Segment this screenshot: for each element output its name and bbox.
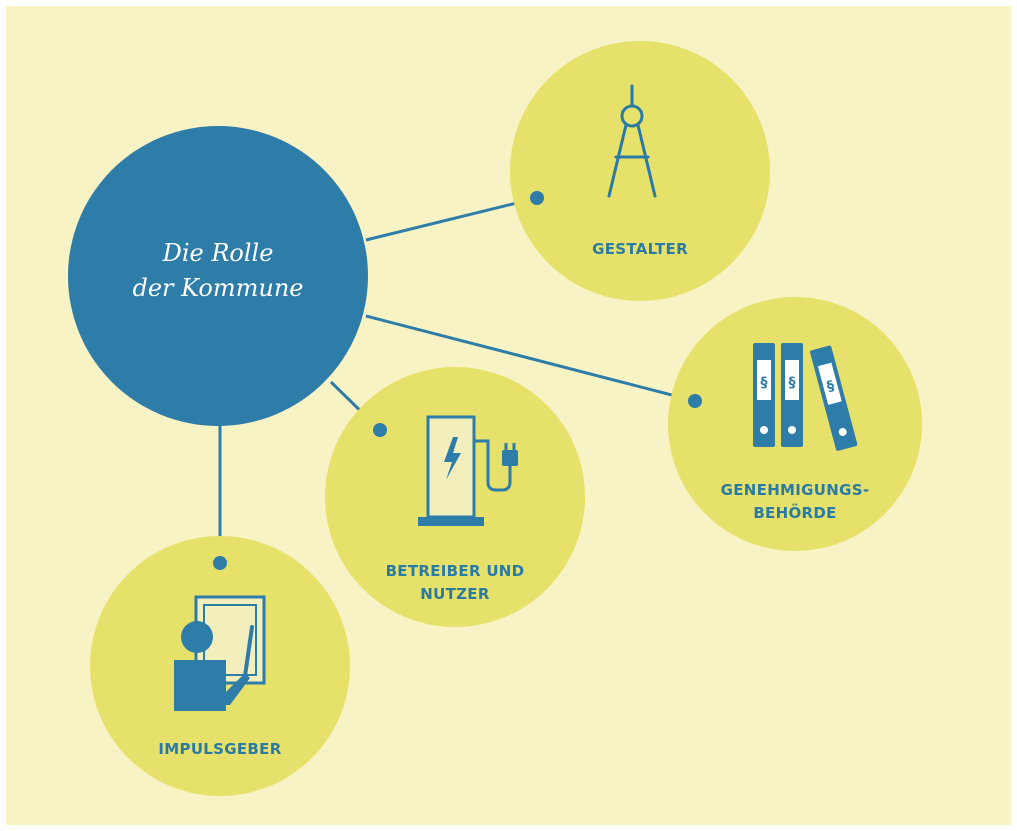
connector-dot-impulsgeber [213, 556, 227, 570]
center-circle [68, 126, 368, 426]
legal-binders-icon: § § § [753, 343, 858, 451]
connector-dot-genehmigung [688, 394, 702, 408]
genehmigung-label-line2: BEHÖRDE [753, 504, 837, 523]
connector-gestalter [365, 196, 538, 242]
center-title-line2: der Kommune [132, 273, 304, 302]
node-label-betreiber: BETREIBER UND NUTZER [355, 560, 555, 607]
connector-genehmigung [365, 314, 696, 403]
node-circle-gestalter [510, 41, 770, 301]
impulsgeber-label: IMPULSGEBER [158, 740, 282, 758]
binder-symbol-1: § [761, 375, 768, 391]
betreiber-label-line1: BETREIBER UND [385, 562, 525, 580]
node-label-genehmigung: GENEHMIGUNGS- BEHÖRDE [690, 479, 900, 526]
gestalter-label: GESTALTER [592, 240, 688, 258]
center-title: Die Rolle der Kommune [69, 236, 367, 306]
presenter-icon [174, 595, 266, 711]
compass-icon [607, 84, 657, 198]
genehmigung-label-line1: GENEHMIGUNGS- [720, 481, 870, 499]
betreiber-label-line2: NUTZER [420, 585, 490, 604]
charging-station-icon [418, 415, 518, 526]
node-label-gestalter: GESTALTER [540, 238, 740, 261]
node-label-impulsgeber: IMPULSGEBER [120, 738, 320, 761]
binder-symbol-3: § [825, 378, 836, 395]
center-title-line1: Die Rolle [162, 239, 274, 267]
binder-symbol-2: § [789, 375, 796, 391]
connector-dot-betreiber [373, 423, 387, 437]
connector-dot-gestalter [530, 191, 544, 205]
